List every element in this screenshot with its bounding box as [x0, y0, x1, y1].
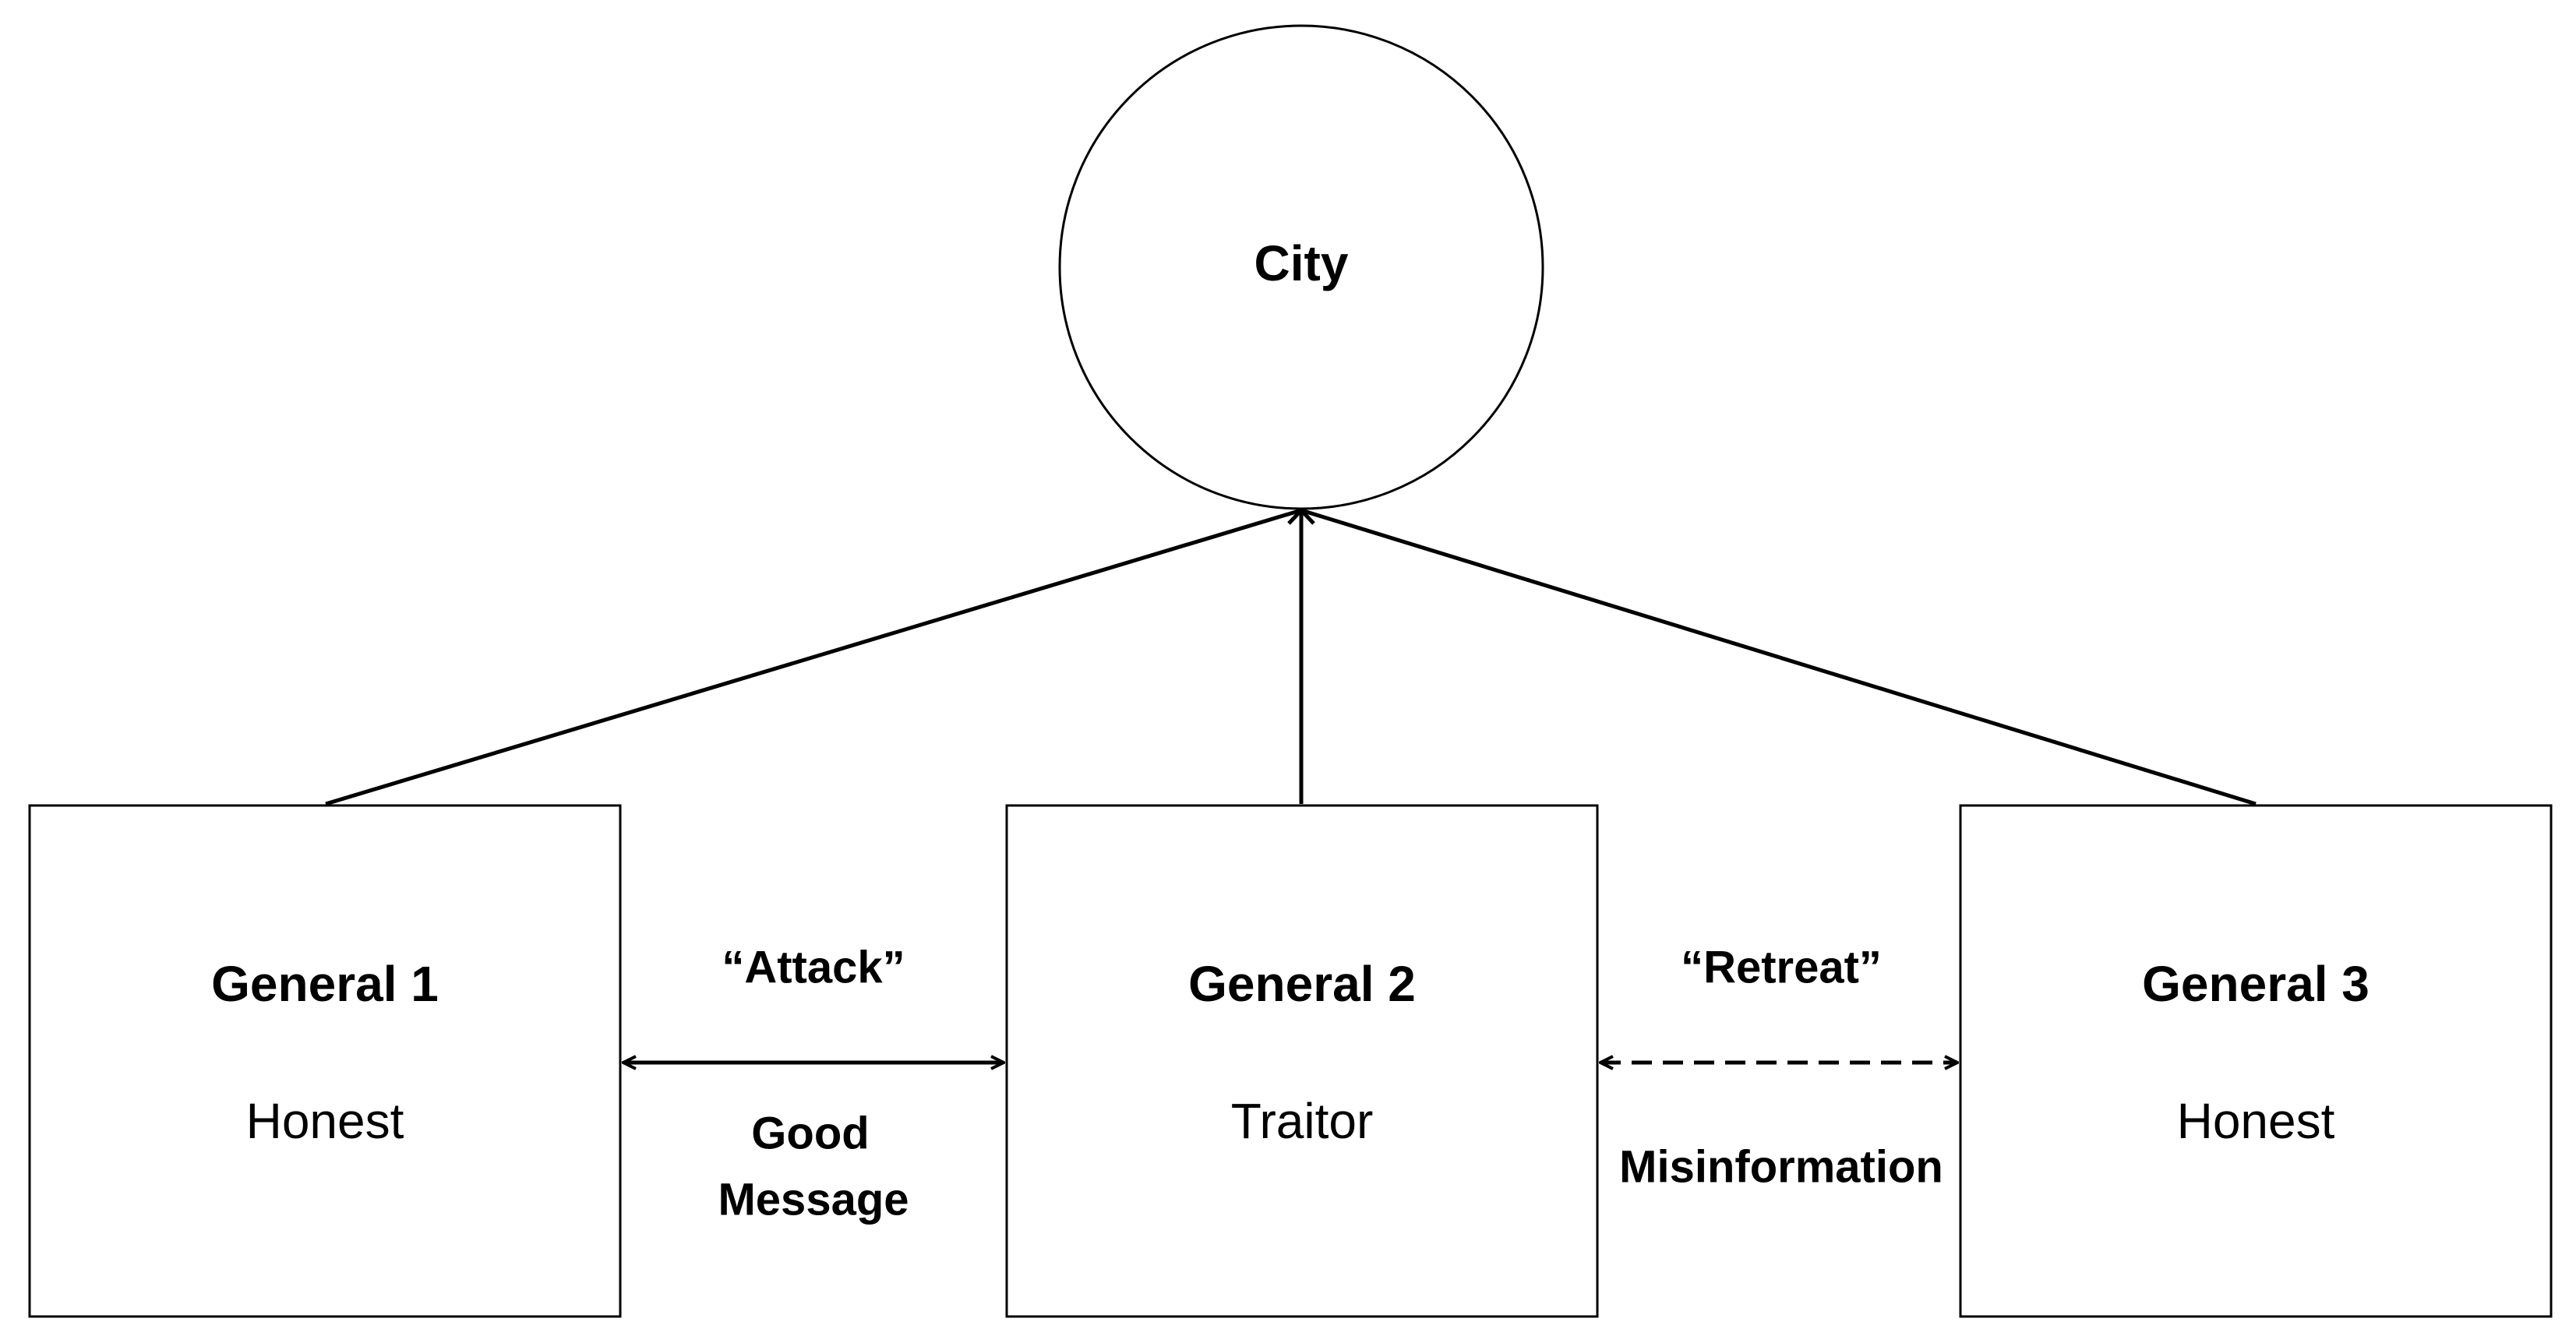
- city-arrow-tip: [1287, 507, 1315, 525]
- general-3-role: Honest: [2177, 1093, 2335, 1149]
- general-3-rect: [1959, 804, 2553, 1318]
- city-label: City: [1254, 235, 1349, 291]
- link-1-2-caption-line2: Message: [718, 1174, 909, 1225]
- general-2-rect: [1005, 804, 1599, 1318]
- line-general3-to-city: [1300, 508, 2257, 806]
- general-3-box: General 3 Honest: [1959, 804, 2553, 1318]
- general-1-rect: [28, 804, 622, 1318]
- general-2-name: General 2: [1188, 956, 1416, 1012]
- link-1-2-caption-line1: Good: [751, 1108, 869, 1158]
- general-2-role: Traitor: [1231, 1093, 1374, 1149]
- general-1-role: Honest: [246, 1093, 404, 1149]
- line-general1-to-city: [325, 508, 1302, 806]
- link-2-3-message: “Retreat”: [1681, 942, 1882, 992]
- general-1-box: General 1 Honest: [28, 804, 622, 1318]
- link-1-2-message: “Attack”: [722, 942, 905, 992]
- link-2-3-caption: Misinformation: [1619, 1141, 1943, 1192]
- general-2-box: General 2 Traitor: [1005, 804, 1599, 1318]
- city-node: City: [1058, 24, 1544, 510]
- general-1-name: General 1: [211, 956, 439, 1012]
- general-3-name: General 3: [2142, 956, 2370, 1012]
